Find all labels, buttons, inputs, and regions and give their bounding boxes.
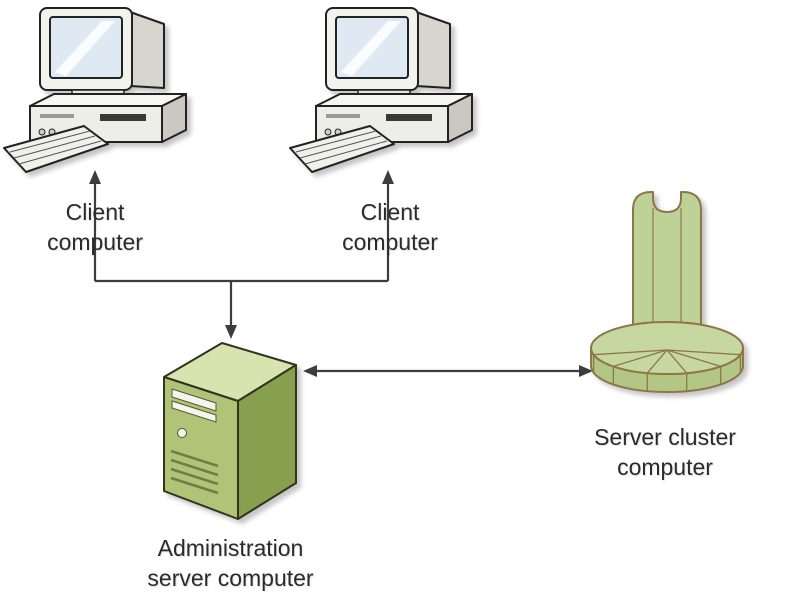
server-front-face [163,376,239,520]
arrowhead-to-client2 [382,170,394,184]
arrowhead-to-admin-server [225,325,237,339]
server-drive-bay [171,388,217,412]
administration-server-label: Administration server computer [147,535,314,592]
server-cluster-label: Server cluster computer [594,424,736,481]
cluster-column [632,191,702,331]
client-computer-2-icon [289,7,473,173]
connector-lines [89,170,593,377]
arrowhead-to-admin [303,365,317,377]
arrowhead-to-client1 [89,170,101,184]
server-cluster-icon [590,191,744,393]
client-computer-1-icon [3,7,187,173]
server-power-button [177,428,187,438]
administration-server-icon [163,342,297,520]
cluster-segments [592,349,742,392]
server-drive-bay [171,400,217,423]
server-vents [170,449,219,495]
client1-label: Client computer [47,199,143,256]
client2-label: Client computer [342,199,438,256]
arrowhead-to-cluster [579,365,593,377]
